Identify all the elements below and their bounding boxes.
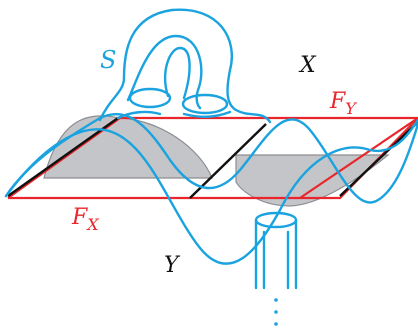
label-f-y-sub: Y [345,99,357,118]
surface-handle-inner [126,34,203,110]
label-f-y-base: F [329,89,346,114]
fold-edge-right [339,121,418,197]
label-f-y: FY [329,89,357,118]
surface-handle-lower [116,110,232,120]
label-y: Y [164,253,181,278]
surface-handle-hole-left [128,87,172,109]
surface-wave-front [4,118,418,265]
label-x: X [298,53,317,78]
label-f-x-base: F [71,205,88,230]
surface-handle-outer [98,8,272,124]
label-f-x: FX [71,205,99,234]
label-f-x-sub: X [85,215,99,234]
surface-handle-loop [163,46,191,100]
continuation-dot-3 [274,322,278,326]
plane-f-y [120,116,418,199]
shaded-region-left [43,115,213,179]
continuation-dot-1 [274,298,278,302]
continuation-dot-2 [274,310,278,314]
fold-edge-center [189,123,267,199]
surface-handle-hole-right [181,93,229,115]
plane-f-x [8,117,418,200]
label-s: S [100,46,116,74]
fold-edge-left [7,117,119,197]
plane-f-x-back-edge [7,117,121,199]
